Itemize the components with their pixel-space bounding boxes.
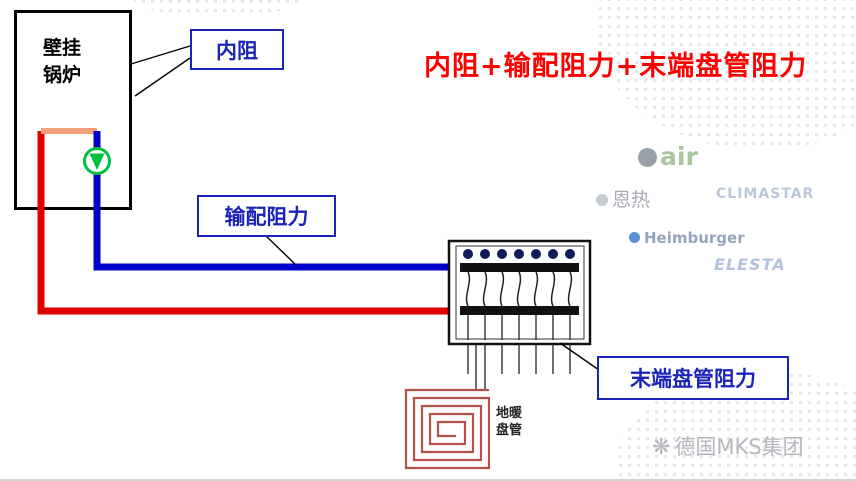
boiler-label: 壁挂 锅炉	[43, 35, 81, 89]
manifold-connectors	[465, 271, 573, 307]
return-pipe-blue	[93, 131, 452, 271]
boiler-label-line1: 壁挂	[43, 37, 82, 59]
floor-coil-label-line1: 地暖	[496, 406, 523, 421]
pointer-distribution	[263, 233, 297, 266]
bottom-divider	[0, 479, 856, 481]
manifold	[447, 239, 592, 346]
page-title: 内阻+输配阻力+末端盘管阻力	[424, 51, 808, 82]
manifold-lower-stubs	[467, 315, 571, 340]
callout-pointer-lines	[130, 45, 600, 371]
supply-pipe-red	[37, 131, 457, 315]
manifold-upper-header	[460, 263, 579, 272]
callout-terminal-coil-resistance: 末端盘管阻力	[597, 356, 789, 400]
callout-distribution-resistance: 输配阻力	[197, 195, 336, 237]
pointer-internal-1	[130, 45, 191, 65]
pointer-terminal	[559, 342, 600, 371]
manifold-valve-knobs	[463, 249, 575, 259]
manifold-outlet-pipes	[467, 344, 571, 389]
floor-heating-coil	[404, 388, 491, 470]
pump-icon	[83, 147, 111, 175]
callout-internal-resistance: 内阻	[190, 29, 284, 70]
boiler-label-line2: 锅炉	[43, 64, 82, 86]
floor-coil-label-line2: 盘管	[496, 423, 523, 438]
floor-coil-label: 地暖 盘管	[496, 405, 522, 439]
pointer-internal-2	[134, 57, 191, 97]
boiler-box: 壁挂 锅炉	[14, 10, 132, 210]
manifold-lower-header	[460, 306, 579, 315]
